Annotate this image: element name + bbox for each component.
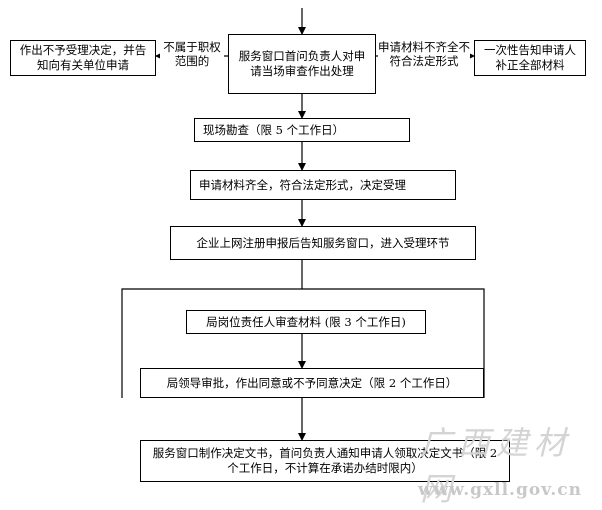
node-approve: 局领导审批，作出同意或不予同意决定（限 2 个工作日） [140, 368, 484, 398]
node-register-text: 企业上网注册申报后告知服务窗口，进入受理环节 [196, 235, 450, 250]
label-out-of-scope: 不属于职权范围的 [160, 40, 224, 68]
node-inspect-text: 现场勘查（限 5 个工作日） [203, 122, 345, 137]
node-reject-text: 作出不予受理决定，并告知向有关单位申请 [19, 43, 147, 72]
node-issue: 服务窗口制作决定文书，首问负责人通知申请人领取决定文书（限 2 个工作日，不计算… [140, 440, 510, 482]
node-notify: 一次性告知申请人补正全部材料 [474, 40, 586, 76]
node-review: 局岗位责任人审查材料 (限 3 个工作日) [186, 310, 426, 334]
node-notify-text: 一次性告知申请人补正全部材料 [484, 43, 576, 72]
review-loop [121, 288, 485, 398]
node-review-text: 局岗位责任人审查材料 (限 3 个工作日) [206, 314, 406, 329]
watermark-logo: 广西建材网 [420, 424, 573, 508]
node-issue-text: 服务窗口制作决定文书，首问负责人通知申请人领取决定文书（限 2 个工作日，不计算… [152, 446, 498, 475]
node-accept: 申请材料齐全，符合法定形式，决定受理 [190, 170, 456, 200]
label-incomplete: 申请材料不齐全不符合法定形式 [378, 40, 470, 68]
watermark-url: www.gxll.gov.cn [418, 480, 582, 500]
node-center-text: 服务窗口首问负责人对申请当场审查作出处理 [238, 49, 366, 78]
node-register: 企业上网注册申报后告知服务窗口，进入受理环节 [170, 226, 476, 260]
node-accept-text: 申请材料齐全，符合法定形式，决定受理 [199, 177, 406, 192]
node-center: 服务窗口首问负责人对申请当场审查作出处理 [228, 34, 376, 94]
node-reject: 作出不予受理决定，并告知向有关单位申请 [10, 40, 156, 76]
node-inspect: 现场勘查（限 5 个工作日） [194, 118, 410, 142]
node-approve-text: 局领导审批，作出同意或不予同意决定（限 2 个工作日） [166, 375, 458, 390]
